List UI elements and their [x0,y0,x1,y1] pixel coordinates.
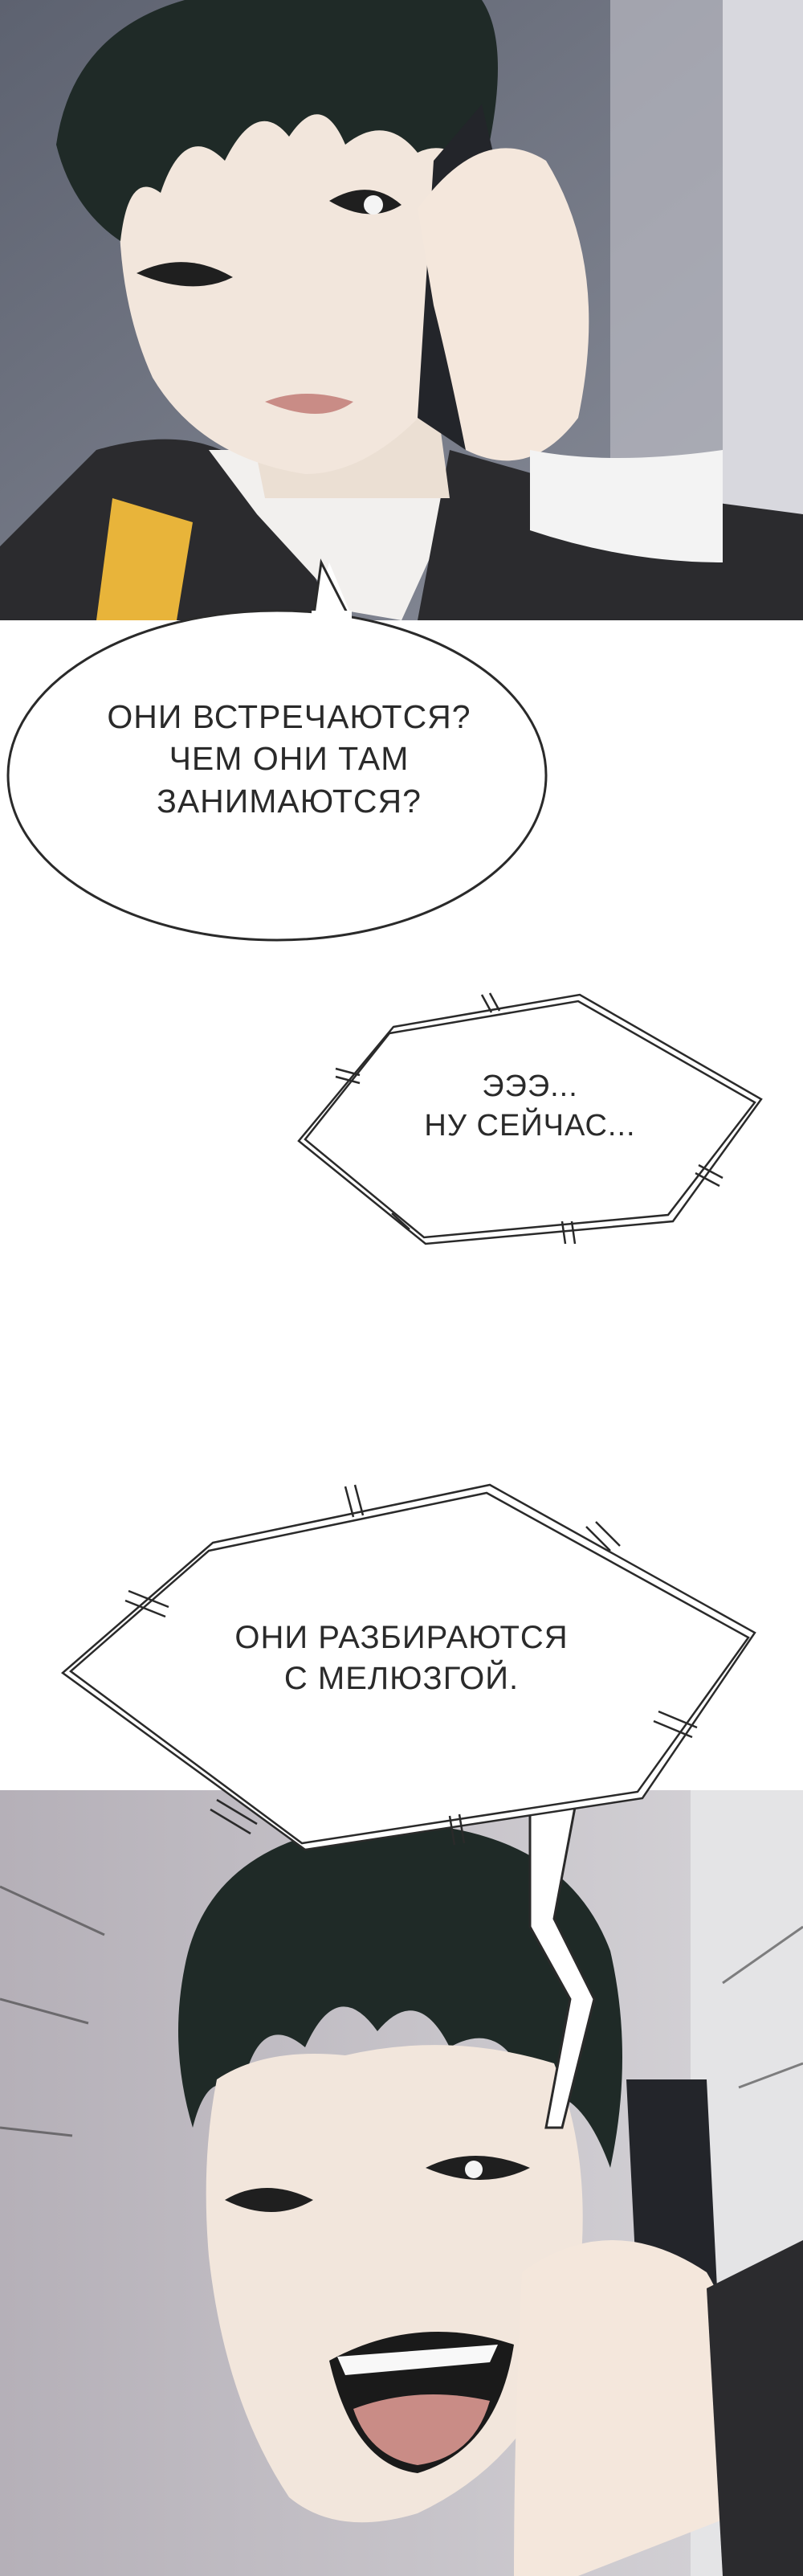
character-illustration-top [0,0,803,620]
comic-panel-bottom [0,1790,803,2576]
speech-bubble-shaky-2 [297,992,763,1245]
character-illustration-bottom [0,1790,803,2576]
speech-bubble-text-2: ЭЭЭ... НУ СЕЙЧАС... [424,1069,636,1143]
comic-panel-top [0,0,803,620]
speech-bubble-text-3: ОНИ РАЗБИРАЮТСЯ С МЕЛЮЗГОЙ. [234,1620,569,1697]
speech-bubble-text-1: ОНИ ВСТРЕЧАЮТСЯ? ЧЕМ ОНИ ТАМ ЗАНИМАЮТСЯ? [107,698,471,820]
